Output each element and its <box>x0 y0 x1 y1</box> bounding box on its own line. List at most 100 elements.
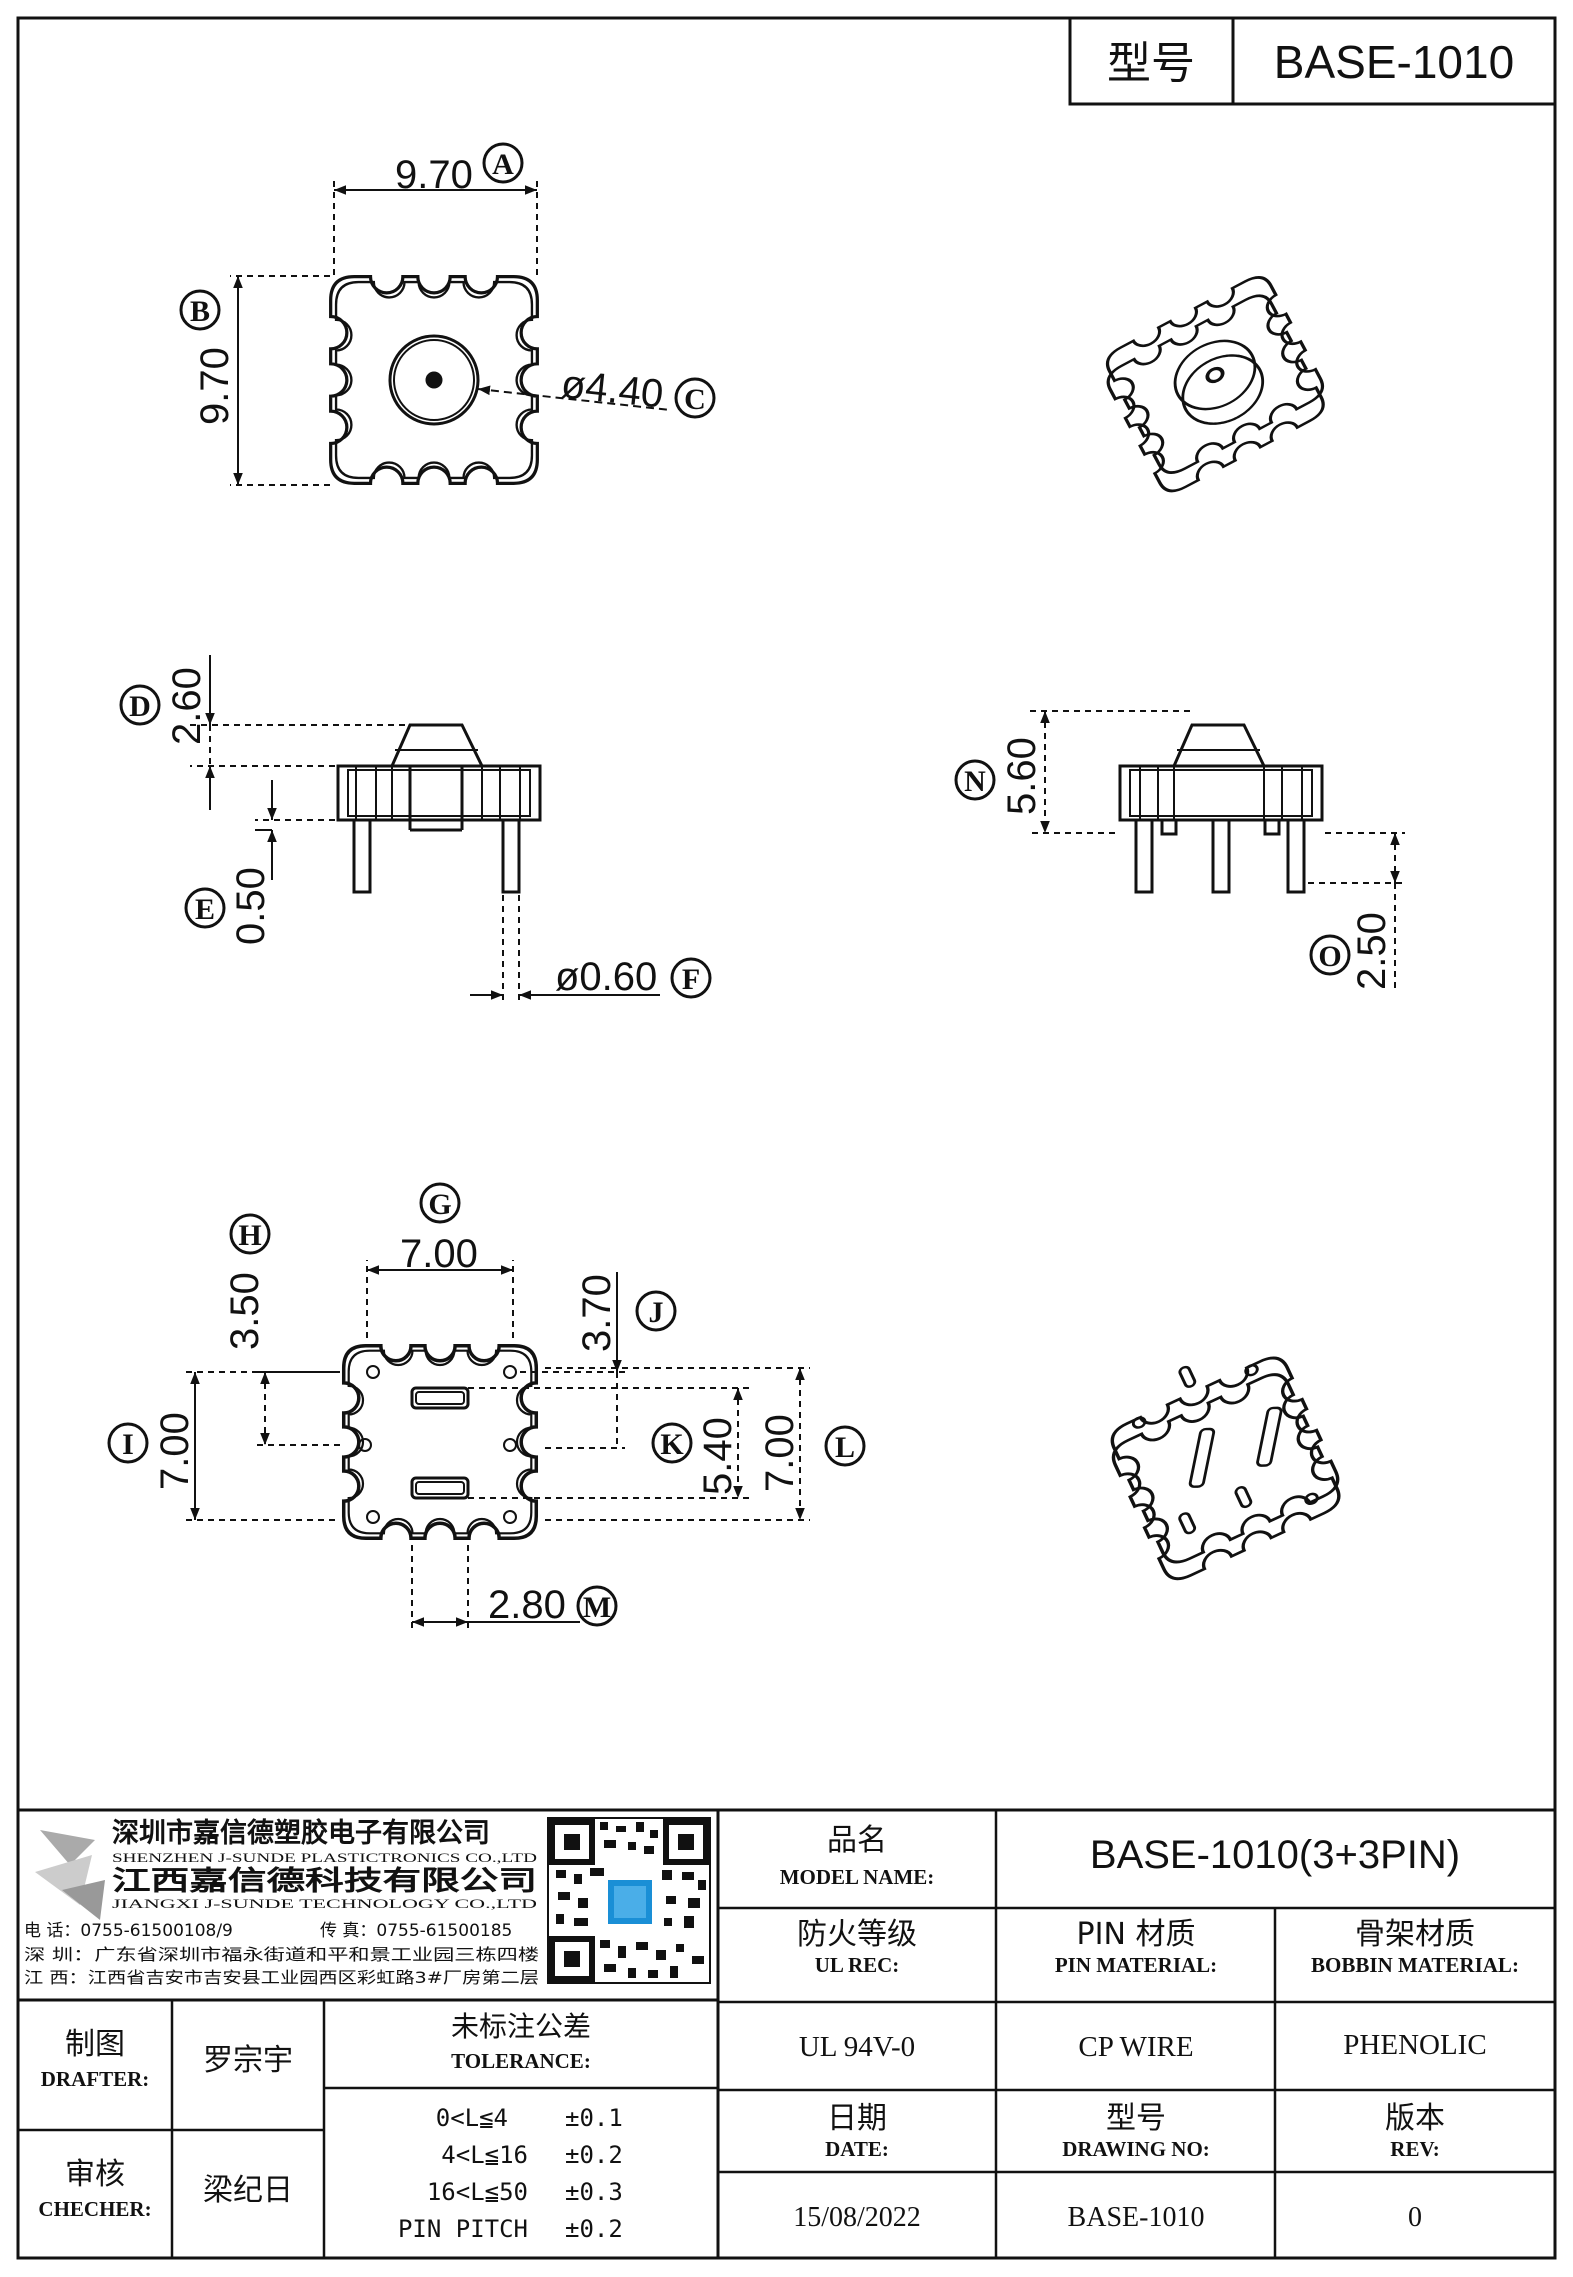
label-G: G <box>419 1182 461 1224</box>
dim-O: 2.50 <box>1350 912 1394 990</box>
dwg-value: BASE-1010 <box>1068 2202 1205 2233</box>
label-M: M <box>576 1585 618 1627</box>
company-info: 深圳市嘉信德塑胶电子有限公司 SHENZHEN J-SUNDE PLASTICT… <box>24 1817 539 1987</box>
label-I: I <box>107 1422 149 1464</box>
pin-value: CP WIRE <box>1078 2031 1193 2063</box>
pin-en: PIN MATERIAL: <box>1055 1953 1217 1977</box>
svg-text:F: F <box>682 963 700 996</box>
qr-code-icon <box>547 1817 711 1984</box>
model-name-cn: 品名 <box>827 1823 887 1858</box>
company-name-sz-en: SHENZHEN J-SUNDE PLASTICTRONICS CO.,LTD <box>112 1850 537 1865</box>
dim-H: 3.50 <box>223 1272 267 1350</box>
tol-range-2: 16<L≦50 <box>427 2178 528 2206</box>
checker-en: CHECHER: <box>38 2197 151 2221</box>
header-box: 型号 BASE-1010 <box>1068 16 1557 106</box>
sheet-border <box>16 16 1557 2260</box>
label-J: J <box>635 1290 677 1332</box>
svg-text:M: M <box>583 1591 611 1624</box>
svg-text:K: K <box>660 1428 684 1461</box>
svg-text:A: A <box>492 148 514 181</box>
svg-text:I: I <box>122 1428 134 1461</box>
label-O: O <box>1309 934 1351 976</box>
dim-J: 3.70 <box>575 1274 619 1352</box>
model-name-value: BASE-1010(3+3PIN) <box>1090 1833 1460 1877</box>
drafter-value: 罗宗宇 <box>203 2043 293 2078</box>
tolerance-table: 0<L≦4 ±0.1 4<L≦16 ±0.2 16<L≦50 ±0.3 PIN … <box>398 2104 623 2243</box>
svg-text:B: B <box>190 295 210 328</box>
dim-G: 7.00 <box>400 1232 478 1276</box>
company-name-jx: 江西嘉信德科技有限公司 <box>112 1866 537 1897</box>
dim-A: 9.70 <box>395 153 473 197</box>
svg-text:D: D <box>129 690 151 723</box>
drafter-cn: 制图 <box>65 2027 125 2062</box>
dim-I: 7.00 <box>153 1412 197 1490</box>
rev-cn: 版本 <box>1385 2101 1445 2136</box>
svg-text:J: J <box>649 1296 664 1329</box>
company-fax: 传 真：0755-61500185 <box>320 1921 512 1941</box>
tol-value-1: ±0.2 <box>565 2141 623 2169</box>
company-tel: 电 话：0755-61500108/9 <box>24 1921 233 1941</box>
tol-range-1: 4<L≦16 <box>441 2141 528 2169</box>
checker-cn: 审核 <box>65 2157 125 2192</box>
dim-B: 9.70 <box>193 347 237 425</box>
label-bubbles: A B C D E F N O G H I J K L M <box>107 142 1351 1627</box>
bobbin-cn: 骨架材质 <box>1355 1917 1475 1952</box>
label-N: N <box>954 759 996 801</box>
dim-N: 5.60 <box>1000 737 1044 815</box>
title-block-text: 品名 MODEL NAME: BASE-1010(3+3PIN) 防火等级 UL… <box>38 1823 1519 2233</box>
tol-value-2: ±0.3 <box>565 2178 623 2206</box>
dim-L: 7.00 <box>758 1414 802 1492</box>
dim-M: 2.80 <box>488 1583 566 1627</box>
header-model-value: BASE-1010 <box>1274 36 1514 88</box>
company-name-jx-en: JIANGXI J-SUNDE TECHNOLOGY CO.,LTD <box>112 1896 537 1911</box>
ul-value: UL 94V-0 <box>799 2031 915 2063</box>
date-cn: 日期 <box>827 2101 887 2136</box>
title-block <box>18 1808 1555 2258</box>
dwg-cn: 型号 <box>1106 2101 1166 2136</box>
svg-text:G: G <box>428 1188 451 1221</box>
date-en: DATE: <box>825 2137 889 2161</box>
drafter-en: DRAFTER: <box>41 2067 150 2091</box>
bottom-view <box>185 1260 810 1630</box>
company-logo <box>35 1830 105 1920</box>
ul-en: UL REC: <box>815 1953 900 1977</box>
date-value: 15/08/2022 <box>793 2202 921 2233</box>
company-addr-sz: 深 圳：广东省深圳市福永街道和平和景工业园三栋四楼 <box>24 1945 539 1964</box>
tolerance-cn: 未标注公差 <box>451 2010 591 2043</box>
tolerance-en: TOLERANCE: <box>451 2049 591 2073</box>
front-view-left <box>190 655 660 1000</box>
svg-text:L: L <box>835 1431 855 1464</box>
ul-cn: 防火等级 <box>797 1917 917 1952</box>
dim-K: 5.40 <box>696 1417 740 1495</box>
label-L: L <box>824 1425 866 1467</box>
label-C: C <box>674 377 716 419</box>
tol-value-0: ±0.1 <box>565 2104 623 2132</box>
tol-value-3: ±0.2 <box>565 2215 623 2243</box>
tol-range-3: PIN PITCH <box>398 2215 528 2243</box>
label-F: F <box>670 957 712 999</box>
dwg-en: DRAWING NO: <box>1062 2137 1210 2161</box>
front-view-right <box>1030 710 1405 990</box>
label-A: A <box>482 142 524 184</box>
dim-D: 2.60 <box>165 667 209 745</box>
label-E: E <box>184 887 226 929</box>
label-K: K <box>651 1422 693 1464</box>
label-H: H <box>229 1213 271 1255</box>
iso-top-view <box>1100 270 1331 499</box>
label-B: B <box>179 289 221 331</box>
svg-text:N: N <box>964 765 986 798</box>
rev-en: REV: <box>1390 2137 1439 2161</box>
svg-text:H: H <box>238 1219 261 1252</box>
dim-C: ø4.40 <box>559 362 665 416</box>
svg-text:E: E <box>195 893 215 926</box>
rev-value: 0 <box>1408 2202 1422 2233</box>
model-name-en: MODEL NAME: <box>780 1865 935 1889</box>
top-view <box>230 180 671 486</box>
pin-cn: PIN 材质 <box>1077 1917 1196 1952</box>
checker-value: 梁纪日 <box>203 2173 293 2208</box>
dim-E: 0.50 <box>229 867 273 945</box>
tol-range-0: 0<L≦4 <box>436 2104 508 2132</box>
svg-text:C: C <box>684 383 706 416</box>
company-name-sz: 深圳市嘉信德塑胶电子有限公司 <box>112 1817 490 1849</box>
